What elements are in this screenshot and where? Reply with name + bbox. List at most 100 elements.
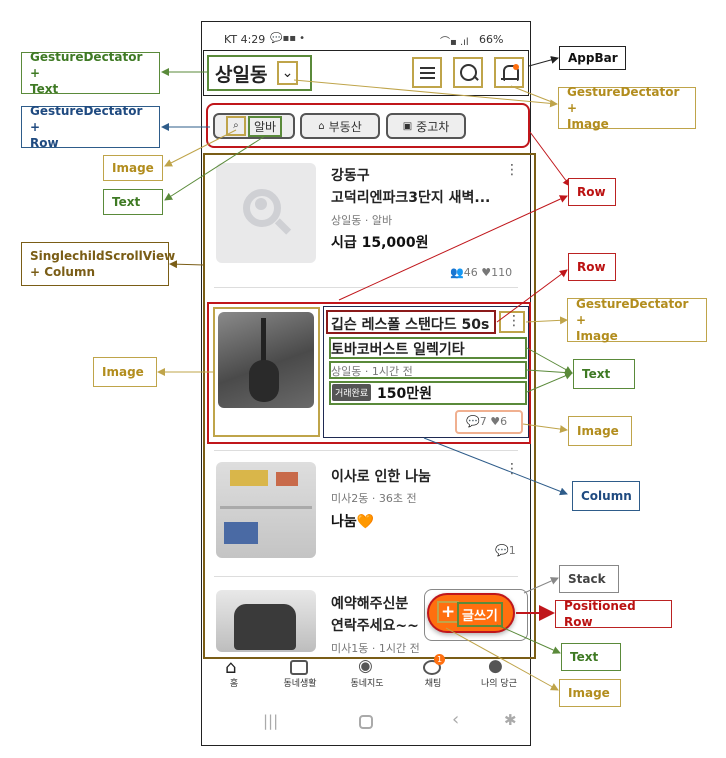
item-title: 예약해주신분 — [331, 596, 409, 612]
label-image-fab: Image — [559, 679, 621, 707]
divider — [214, 576, 518, 577]
item-price: 시급 15,000원 — [331, 235, 429, 251]
chip-label: 중고차 — [416, 119, 450, 134]
item-thumbnail[interactable] — [216, 590, 316, 652]
chevron-down-icon[interactable]: ⌄ — [277, 61, 298, 85]
status-badge: 거래완료 — [332, 384, 372, 401]
text-frame — [329, 381, 527, 405]
item-counts: 💬1 — [495, 544, 516, 557]
nav-my-karrot[interactable]: 나의 당근 — [481, 679, 517, 689]
chat-icon[interactable] — [423, 660, 441, 675]
people-icon: 👥 — [450, 266, 464, 279]
inner-row-frame — [326, 310, 496, 334]
item-meta: 상일동 · 알바 — [331, 214, 393, 227]
label-row-chips: Row — [568, 178, 616, 206]
chip-row-frame — [206, 103, 530, 148]
comment-count: 1 — [508, 544, 516, 557]
people-count: 46 — [463, 266, 478, 279]
neighborhood-life-icon[interactable] — [290, 660, 308, 675]
comment-icon: 💬 — [466, 415, 480, 428]
chip-used-car[interactable]: ▣ 중고차 — [386, 113, 466, 139]
item-thumbnail[interactable] — [216, 462, 316, 558]
chip-real-estate[interactable]: ⌂ 부동산 — [300, 113, 380, 139]
label-image-chip: Image — [103, 155, 163, 181]
signal-icon: ⌒▪ .ıl — [440, 37, 469, 48]
nav-neighborhood-map[interactable]: 동네지도 — [350, 679, 384, 689]
item-title: 토바코버스트 일렉기타 — [331, 342, 465, 358]
fab-label: 글쓰기 — [457, 602, 503, 627]
item-title: 강동구 — [331, 168, 370, 184]
label-text-item: Text — [573, 359, 635, 389]
label-stack: Stack — [559, 565, 619, 593]
accessibility-icon[interactable]: ✱ — [504, 711, 517, 729]
counts-frame — [455, 410, 523, 434]
row-frame — [207, 302, 531, 444]
search-icon[interactable] — [453, 57, 483, 88]
profile-icon[interactable]: ● — [488, 656, 503, 676]
menu-icon[interactable] — [412, 57, 442, 88]
item-meta: 미사1동 · 1시간 전 — [331, 642, 420, 655]
text-frame — [329, 337, 527, 359]
chip-label: 부동산 — [328, 119, 362, 134]
item-title: 연락주세요~~ — [331, 618, 419, 634]
label-text-fab: Text — [561, 643, 621, 671]
house-icon: ⌂ — [318, 120, 325, 132]
item-title: 깁슨 레스폴 스탠다드 50s — [331, 317, 490, 333]
heart-icon: ♥ — [481, 266, 492, 279]
more-icon[interactable]: ⋮ — [505, 461, 519, 477]
comment-icon: 💬 — [495, 544, 509, 557]
nav-chat[interactable]: 채팅 — [424, 679, 442, 689]
back-icon[interactable]: ‹ — [452, 709, 460, 730]
item-price: 나눔🧡 — [331, 514, 375, 530]
label-row-item: Row — [568, 253, 616, 281]
home-button-icon[interactable] — [359, 715, 373, 729]
item-thumbnail[interactable] — [218, 312, 314, 408]
item-counts: 💬7 ♥6 — [466, 415, 507, 428]
heart-icon: ♥ — [490, 415, 501, 428]
map-pin-icon[interactable]: ◉ — [358, 656, 373, 676]
label-text-chip: Text — [103, 189, 163, 215]
more-icon[interactable]: ⋮ — [505, 162, 519, 178]
location-title[interactable]: 상일동 — [215, 64, 268, 86]
label-image-left: Image — [93, 357, 157, 387]
image-frame — [213, 307, 320, 437]
home-icon[interactable]: ⌂ — [225, 657, 237, 678]
label-gesture-image-top: GestureDectator + Image — [558, 85, 696, 131]
status-time: KT 4:29 — [224, 33, 266, 46]
item-title: 고덕리엔파크3단지 새벽... — [331, 190, 491, 206]
bell-icon[interactable] — [494, 57, 524, 88]
scrollview-frame — [203, 153, 536, 659]
search-person-icon: ⌕ — [225, 116, 246, 136]
status-icons: 💬▪▪ • — [270, 33, 306, 44]
like-count: 6 — [500, 415, 508, 428]
battery-level: 66% — [479, 33, 504, 46]
label-gesture-image-item: GestureDectator + Image — [567, 297, 707, 343]
nav-neighborhood-life[interactable]: 동네생활 — [283, 679, 317, 689]
nav-home[interactable]: 홈 — [229, 679, 239, 689]
recent-apps-icon[interactable]: ||| — [263, 712, 279, 730]
item-thumbnail[interactable] — [216, 163, 316, 263]
column-frame — [323, 306, 529, 438]
comment-count: 7 — [479, 415, 487, 428]
more-icon[interactable]: ⋮ — [507, 313, 521, 329]
label-scrollview: SinglechildScrollView + Column — [21, 242, 175, 286]
label-appbar: AppBar — [559, 46, 626, 70]
stack-frame — [424, 589, 528, 641]
text-frame — [329, 361, 527, 379]
like-count: 110 — [491, 266, 513, 279]
chip-label: 알바 — [247, 115, 283, 137]
item-meta: 미사2동 · 36초 전 — [331, 492, 417, 505]
label-gesture-text: GestureDectator + Text — [21, 50, 160, 96]
appbar-frame — [203, 50, 529, 96]
label-column: Column — [572, 481, 640, 511]
item-price: 150만원 — [377, 386, 432, 402]
location-selector-frame — [207, 55, 312, 91]
item-counts: 👥46 ♥110 — [450, 266, 512, 279]
label-gesture-row: GestureDectator + Row — [21, 104, 160, 150]
label-positioned-row: Positioned Row — [555, 599, 672, 629]
item-meta: 상일동 · 1시간 전 — [331, 365, 413, 378]
more-button-frame — [499, 311, 525, 333]
item-title: 이사로 인한 나눔 — [331, 469, 431, 485]
label-image-counts: Image — [568, 416, 632, 446]
